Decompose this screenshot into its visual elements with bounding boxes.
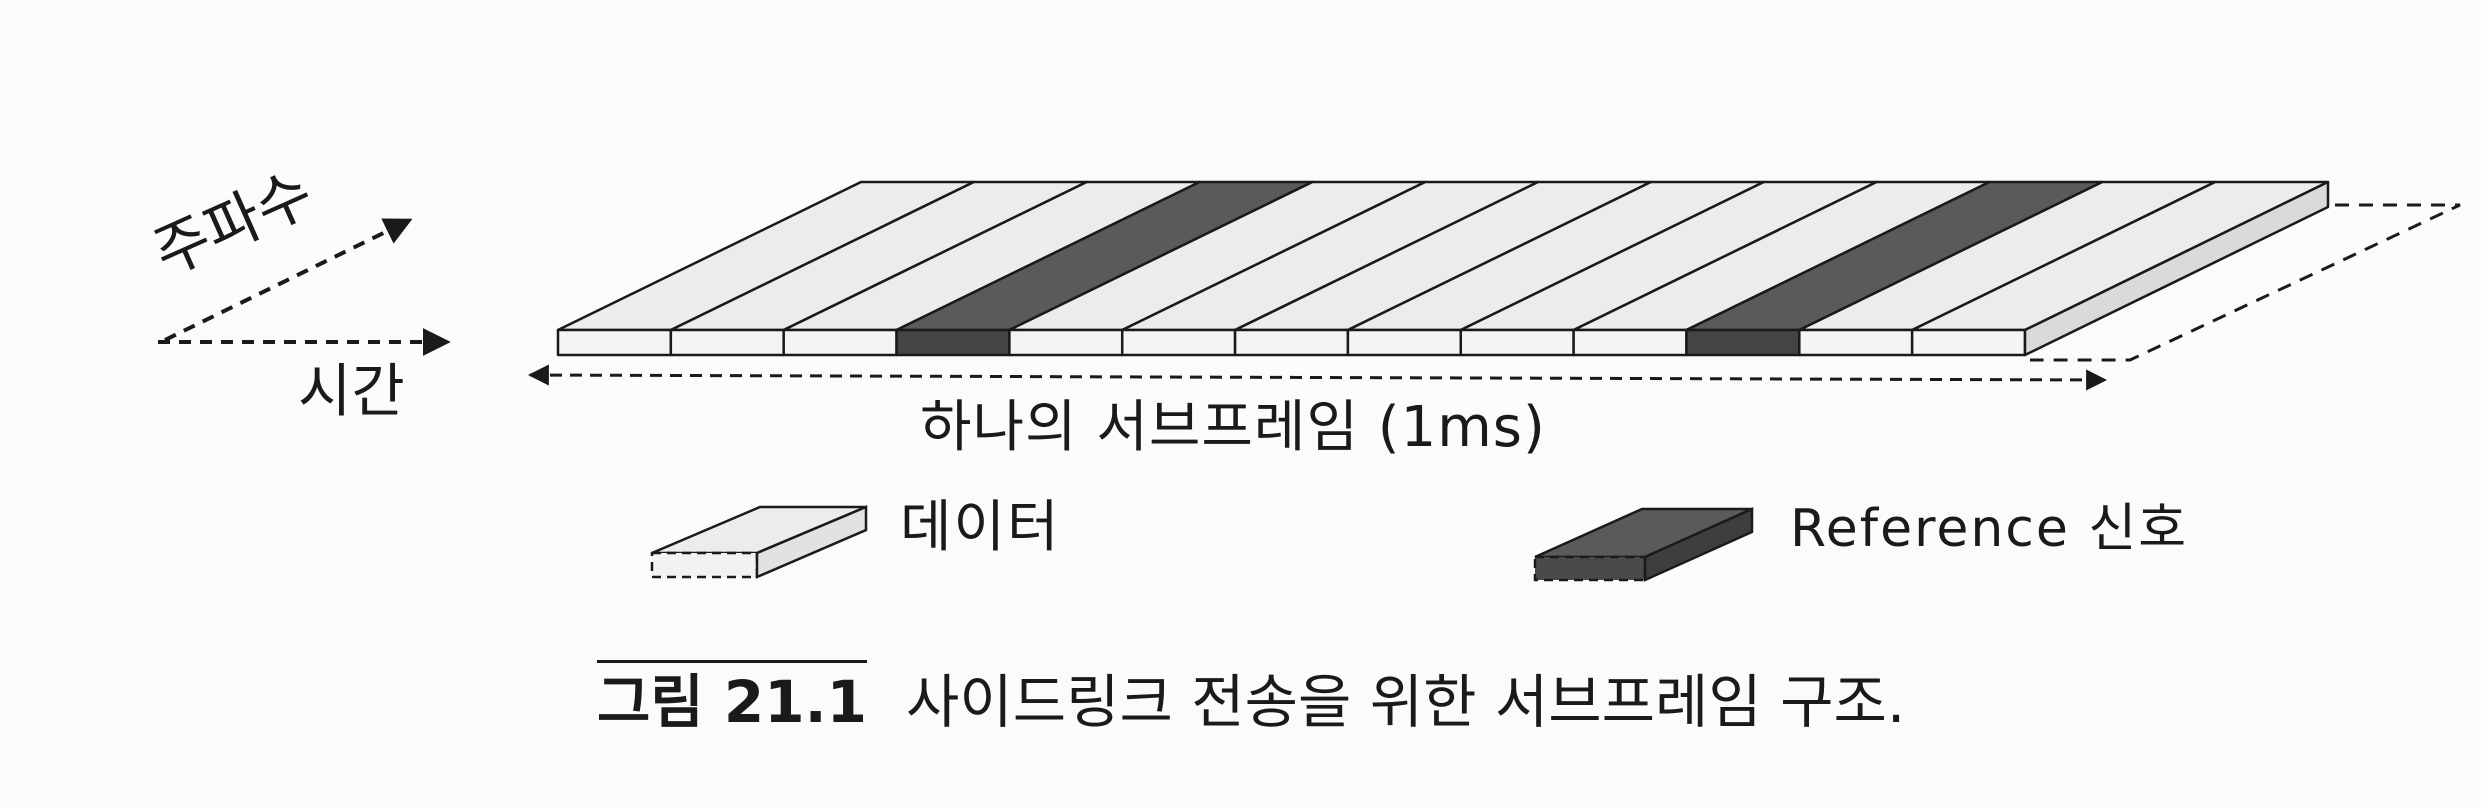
- subframe-slab: [556, 180, 2330, 357]
- subframe-length-arrow: [527, 364, 2108, 391]
- data-column-front: [1346, 328, 1463, 357]
- data-column-front: [1572, 328, 1688, 357]
- data-column-front: [1233, 328, 1350, 357]
- data-column-front: [1459, 328, 1575, 357]
- reference-column-front: [1685, 328, 1801, 357]
- legend-data-swatch: [650, 505, 868, 579]
- data-column-front: [782, 328, 898, 357]
- figure-number: 그림 21.1: [597, 660, 868, 731]
- data-column-front: [1910, 328, 2027, 357]
- slab-side-face: [2023, 180, 2330, 357]
- reference-column-front: [895, 328, 1011, 357]
- frequency-axis-arrow: [164, 218, 413, 342]
- time-axis-label: 시간: [298, 357, 405, 425]
- data-column-front: [1798, 328, 1914, 357]
- legend-data-label: 데이터: [900, 495, 1061, 560]
- legend-reference-label: Reference 신호: [1790, 499, 2189, 559]
- data-column-front: [1008, 328, 1124, 357]
- data-column-front: [1120, 328, 1237, 357]
- subframe-duration-label: 하나의 서브프레임 (1ms): [920, 395, 1546, 460]
- next-subframe-outline: [2030, 203, 2461, 362]
- data-column-front: [556, 328, 673, 357]
- data-column-front: [669, 328, 785, 357]
- legend-reference-swatch: [1533, 507, 1754, 582]
- figure-caption: 사이드링크 전송을 위한 서브프레임 구조.: [906, 668, 1906, 736]
